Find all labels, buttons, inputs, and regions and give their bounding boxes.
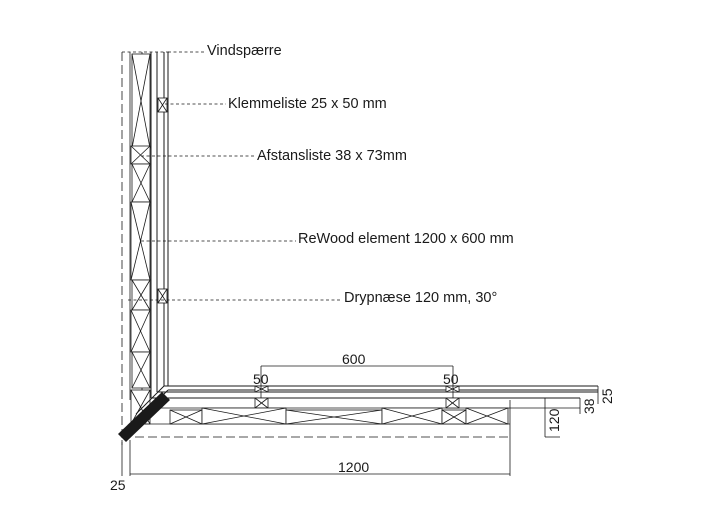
element-cross — [130, 309, 151, 353]
label-drypnaese: Drypnæse 120 mm, 30° — [344, 290, 497, 306]
element-cross — [465, 407, 509, 425]
dim-1200-text: 1200 — [338, 459, 369, 475]
label-rewood-element: ReWood element 1200 x 600 mm — [298, 231, 514, 247]
element-cross — [131, 351, 151, 389]
element-cross — [285, 409, 383, 425]
dim-120-text: 120 — [546, 408, 562, 432]
label-afstansliste: Afstansliste 38 x 73mm — [257, 148, 407, 164]
corner-diagonal — [135, 385, 165, 415]
vertical-wall-section — [121, 51, 170, 445]
label-vindspaerre: Vindspærre — [207, 43, 282, 59]
dim-38-text: 38 — [581, 398, 597, 414]
element-cross — [130, 145, 151, 165]
dimension-texts: 600 50 50 1200 25 25 38 120 — [110, 351, 615, 493]
element-cross — [445, 385, 460, 393]
element-cross — [157, 288, 168, 304]
element-cross — [130, 389, 151, 425]
dim-25-right-text: 25 — [599, 388, 615, 404]
dim-25-bottom-text: 25 — [110, 477, 126, 493]
dimension-lines — [121, 365, 599, 476]
element-cross — [130, 201, 151, 281]
element-cross — [169, 409, 203, 425]
label-klemmeliste: Klemmeliste 25 x 50 mm — [228, 96, 387, 112]
labels: Vindspærre Klemmeliste 25 x 50 mm Afstan… — [207, 43, 514, 306]
leader-lines — [128, 51, 342, 301]
element-cross — [441, 409, 467, 425]
element-cross — [131, 279, 151, 311]
element-cross — [201, 407, 287, 425]
element-cross — [254, 397, 269, 409]
drip-nose — [118, 392, 170, 442]
dim-50-left-text: 50 — [253, 371, 269, 387]
dim-600-text: 600 — [342, 351, 366, 367]
horizontal-section — [122, 385, 598, 438]
corner-detail — [118, 385, 170, 442]
element-cross — [157, 97, 168, 113]
dim-50-right-text: 50 — [443, 371, 459, 387]
element-cross — [131, 53, 151, 149]
element-cross — [254, 385, 269, 393]
element-cross — [445, 397, 460, 409]
element-cross — [131, 163, 151, 203]
element-cross — [381, 407, 443, 425]
